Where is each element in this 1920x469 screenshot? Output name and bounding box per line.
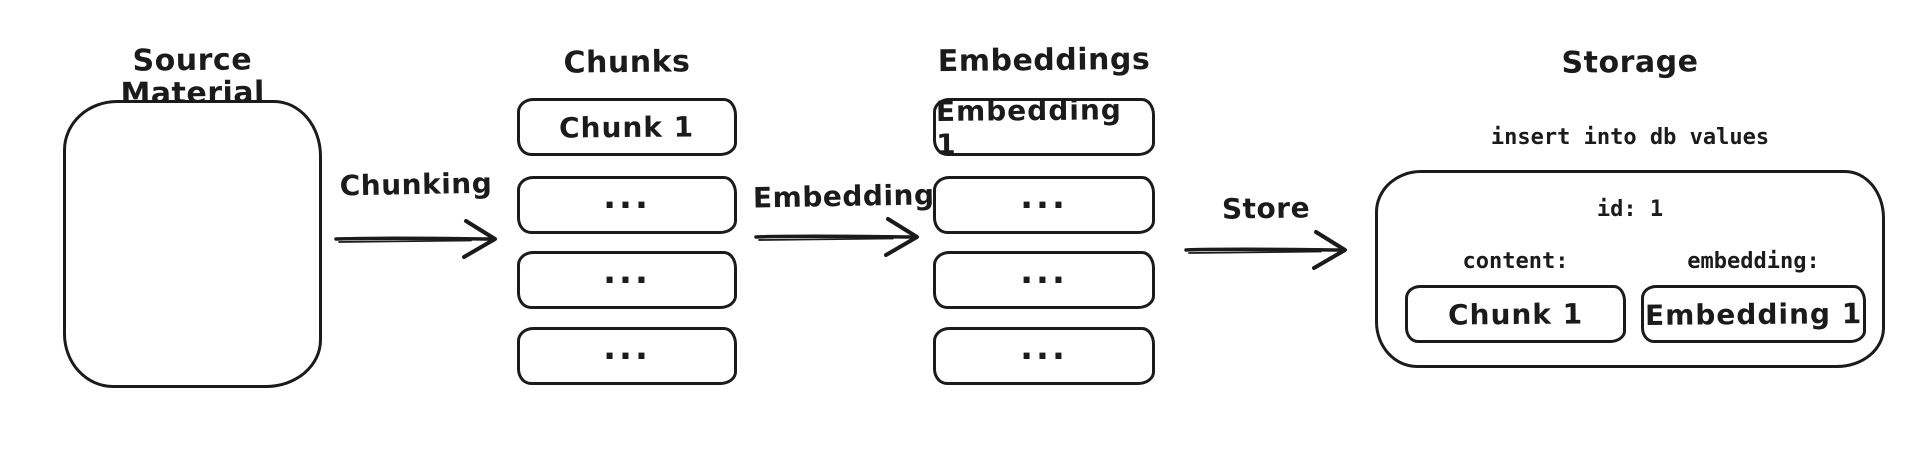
chunk-1-label: Chunk 1 [559, 109, 695, 145]
store-arrow-icon [1184, 230, 1347, 270]
chunk-ellipsis-label-2: ... [603, 252, 651, 292]
chunk-ellipsis-label-1: ... [603, 177, 651, 217]
chunking-arrow-icon [334, 219, 497, 259]
embedding-ellipsis-label-2: ... [1020, 252, 1068, 292]
embedding-arrow-icon [754, 217, 919, 257]
embedding-ellipsis-label-3: ... [1020, 328, 1068, 368]
record-embedding-value-box: Embedding 1 [1641, 285, 1866, 343]
chunk-ellipsis-box-2: ... [517, 251, 737, 309]
record-content-value: Chunk 1 [1447, 296, 1584, 332]
embedding-ellipsis-box-2: ... [933, 251, 1155, 309]
embedding-ellipsis-box-1: ... [933, 176, 1155, 234]
record-id-text: id: 1 [1596, 197, 1664, 222]
chunking-arrow-label: Chunking [339, 166, 493, 203]
record-content-label: content: [1462, 249, 1569, 274]
record-embedding-value: Embedding 1 [1644, 296, 1863, 332]
chunk-ellipsis-box-1: ... [517, 176, 737, 234]
store-arrow-label: Store [1221, 191, 1311, 226]
storage-code-caption: insert into db values [1490, 125, 1770, 150]
embedding-ellipsis-box-3: ... [933, 327, 1155, 385]
record-embedding-label: embedding: [1687, 249, 1820, 274]
embedding-1-label: Embedding 1 [935, 93, 1122, 161]
embeddings-title: Embeddings [937, 41, 1151, 80]
chunk-1-box: Chunk 1 [517, 98, 737, 156]
embedding-ellipsis-label-1: ... [1020, 177, 1068, 217]
embedding-arrow-label: Embedding [752, 178, 935, 215]
storage-record-box: id: 1 content: embedding: Chunk 1 Embedd… [1375, 170, 1885, 368]
chunk-ellipsis-box-3: ... [517, 327, 737, 385]
chunks-title: Chunks [563, 44, 691, 81]
storage-title: Storage [1561, 44, 1699, 81]
chunk-ellipsis-label-3: ... [603, 328, 651, 368]
source-material-box [63, 100, 322, 388]
record-content-value-box: Chunk 1 [1405, 285, 1626, 343]
embedding-1-box: Embedding 1 [933, 93, 1155, 161]
